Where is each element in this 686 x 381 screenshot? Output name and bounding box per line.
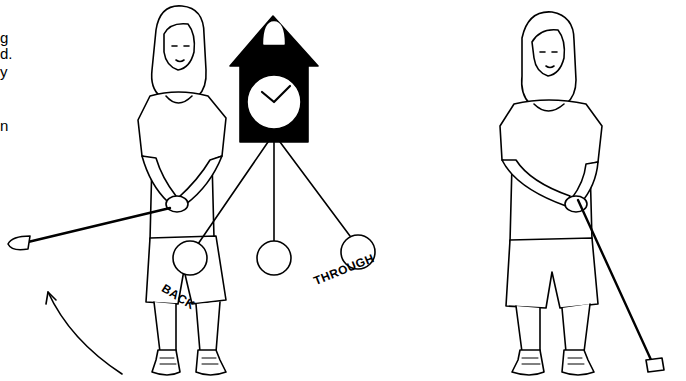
golfer-backswing <box>8 6 226 375</box>
cut-off-text: n <box>0 118 8 133</box>
cut-off-text: g <box>0 30 8 45</box>
pendulum-clock <box>173 16 375 275</box>
cut-off-text: y <box>0 64 8 79</box>
cut-off-text: d. <box>0 46 13 61</box>
golfer-follow-through <box>500 12 664 375</box>
